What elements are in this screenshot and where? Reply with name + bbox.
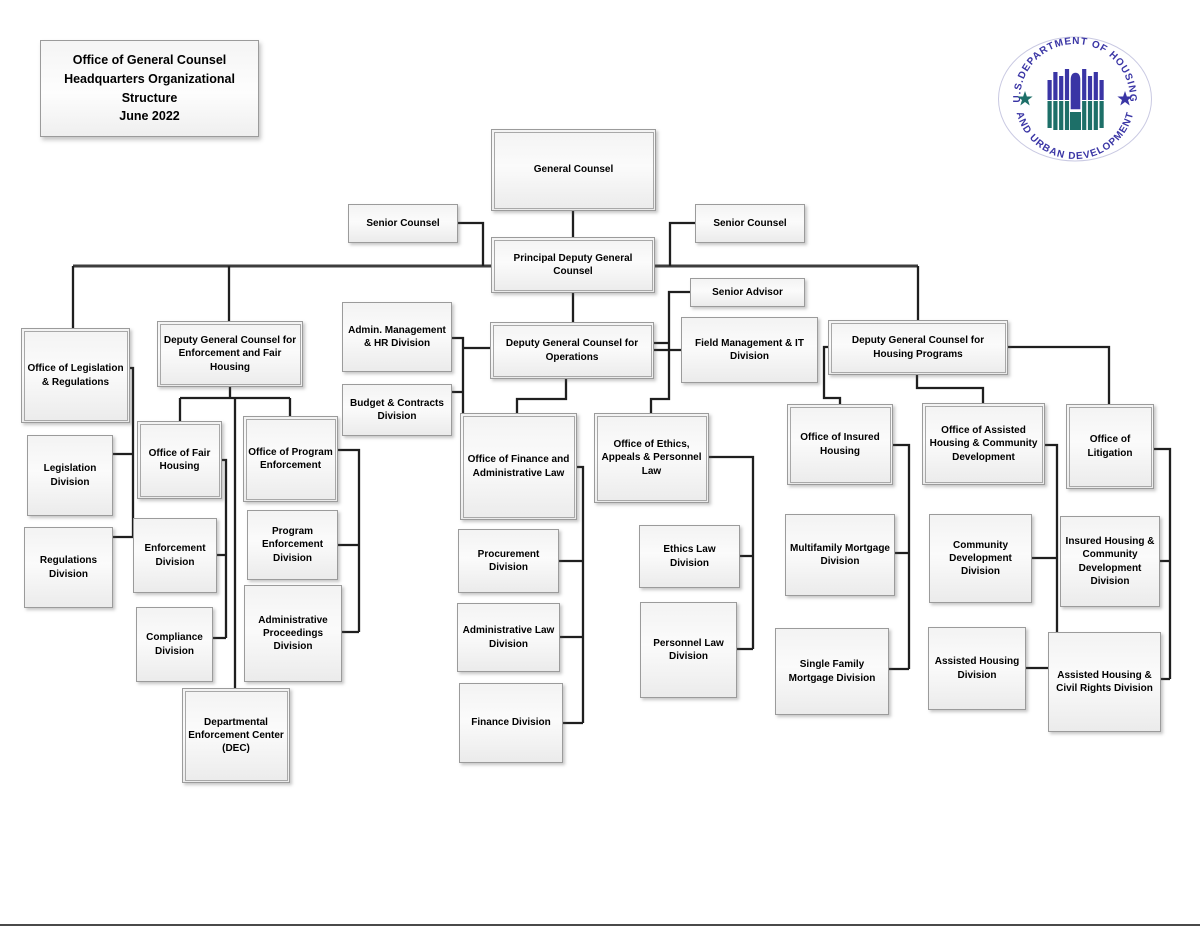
- node-legislation-division: Legislation Division: [27, 435, 113, 516]
- node-office-insured-housing: Office of Insured Housing: [787, 404, 893, 485]
- title-line-2: Headquarters Organizational: [64, 71, 235, 86]
- title-line-1: Office of General Counsel: [72, 53, 227, 67]
- node-compliance-division: Compliance Division: [136, 607, 213, 682]
- star-right-icon: [1117, 91, 1133, 106]
- node-departmental-enforcement-center: Departmental Enforcement Center (DEC): [182, 688, 290, 783]
- node-administrative-proceedings-division: Administrative Proceedings Division: [244, 585, 342, 682]
- node-admin-management-hr-division: Admin. Management & HR Division: [342, 302, 452, 372]
- node-senior-advisor: Senior Advisor: [690, 278, 805, 307]
- node-general-counsel: General Counsel: [491, 129, 656, 211]
- node-office-finance-administrative-law: Office of Finance and Administrative Law: [460, 413, 577, 520]
- node-budget-contracts-division: Budget & Contracts Division: [342, 384, 452, 436]
- title-line-4: June 2022: [119, 109, 180, 124]
- hud-seal-logo: U.S.DEPARTMENT OF HOUSING AND URBAN DEVE…: [998, 36, 1152, 162]
- node-community-development-division: Community Development Division: [929, 514, 1032, 603]
- node-dgc-enforcement-fair-housing: Deputy General Counsel for Enforcement a…: [157, 321, 303, 387]
- node-principal-deputy-general-counsel: Principal Deputy General Counsel: [491, 237, 655, 293]
- node-field-management-it-division: Field Management & IT Division: [681, 317, 818, 383]
- node-personnel-law-division: Personnel Law Division: [640, 602, 737, 698]
- node-office-program-enforcement: Office of Program Enforcement: [243, 416, 338, 502]
- node-office-legislation-regulations: Office of Legislation & Regulations: [21, 328, 130, 423]
- node-multifamily-mortgage-division: Multifamily Mortgage Division: [785, 514, 895, 596]
- node-assisted-housing-division: Assisted Housing Division: [928, 627, 1026, 710]
- node-ethics-law-division: Ethics Law Division: [639, 525, 740, 588]
- node-regulations-division: Regulations Division: [24, 527, 113, 608]
- star-left-icon: [1017, 91, 1033, 106]
- node-procurement-division: Procurement Division: [458, 529, 559, 593]
- node-single-family-mortgage-division: Single Family Mortgage Division: [775, 628, 889, 715]
- page-bottom-border: [0, 924, 1200, 926]
- node-assisted-housing-civil-rights-division: Assisted Housing & Civil Rights Division: [1048, 632, 1161, 732]
- node-program-enforcement-division: Program Enforcement Division: [247, 510, 338, 580]
- node-insured-housing-community-development-division: Insured Housing & Community Development …: [1060, 516, 1160, 607]
- node-office-litigation: Office of Litigation: [1066, 404, 1154, 489]
- node-dgc-housing-programs: Deputy General Counsel for Housing Progr…: [828, 320, 1008, 375]
- node-dgc-operations: Deputy General Counsel for Operations: [490, 322, 654, 379]
- node-senior-counsel-left: Senior Counsel: [348, 204, 458, 243]
- node-office-ethics-appeals-personnel-law: Office of Ethics, Appeals & Personnel La…: [594, 413, 709, 503]
- node-senior-counsel-right: Senior Counsel: [695, 204, 805, 243]
- hud-building-icon: [1047, 69, 1104, 130]
- node-enforcement-division: Enforcement Division: [133, 518, 217, 593]
- node-finance-division: Finance Division: [459, 683, 563, 763]
- node-administrative-law-division: Administrative Law Division: [457, 603, 560, 672]
- title-line-3: Structure: [121, 90, 178, 105]
- node-office-assisted-housing-community-development: Office of Assisted Housing & Community D…: [922, 403, 1045, 485]
- node-office-fair-housing: Office of Fair Housing: [137, 421, 222, 499]
- chart-title: Office of General Counsel Headquarters O…: [40, 40, 259, 137]
